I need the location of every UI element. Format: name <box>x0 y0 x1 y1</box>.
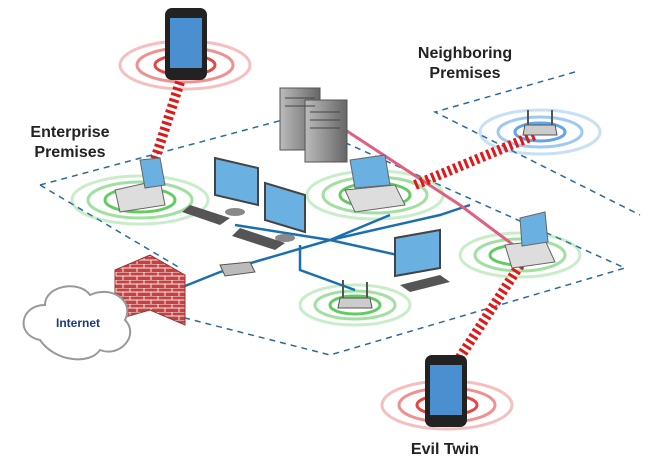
label-line: Enterprise <box>30 124 110 141</box>
evil-twin-label: Evil Twin <box>410 441 480 458</box>
switch-icon <box>219 261 256 277</box>
network-links <box>149 203 471 302</box>
evil-twin-phone-icon <box>425 355 467 427</box>
enterprise-boundary <box>39 117 628 356</box>
label-line: Premises <box>34 144 106 161</box>
internet-cloud-icon <box>22 285 132 361</box>
legit-phone-icon <box>165 8 207 80</box>
rogue-link <box>329 118 521 252</box>
label-line: Neighboring <box>417 45 513 62</box>
internet-label: Internet <box>55 316 100 330</box>
label-line: Premises <box>429 65 501 82</box>
server-icon <box>279 87 348 163</box>
enterprise-premises-label: Enterprise Premises <box>15 123 125 163</box>
access-point-icon <box>337 110 558 309</box>
laptop-icon <box>114 154 556 269</box>
desktop-icon <box>182 156 450 292</box>
attack-signals <box>145 80 537 368</box>
neighboring-premises-label: Neighboring Premises <box>400 44 530 84</box>
neighboring-boundary <box>432 71 641 216</box>
